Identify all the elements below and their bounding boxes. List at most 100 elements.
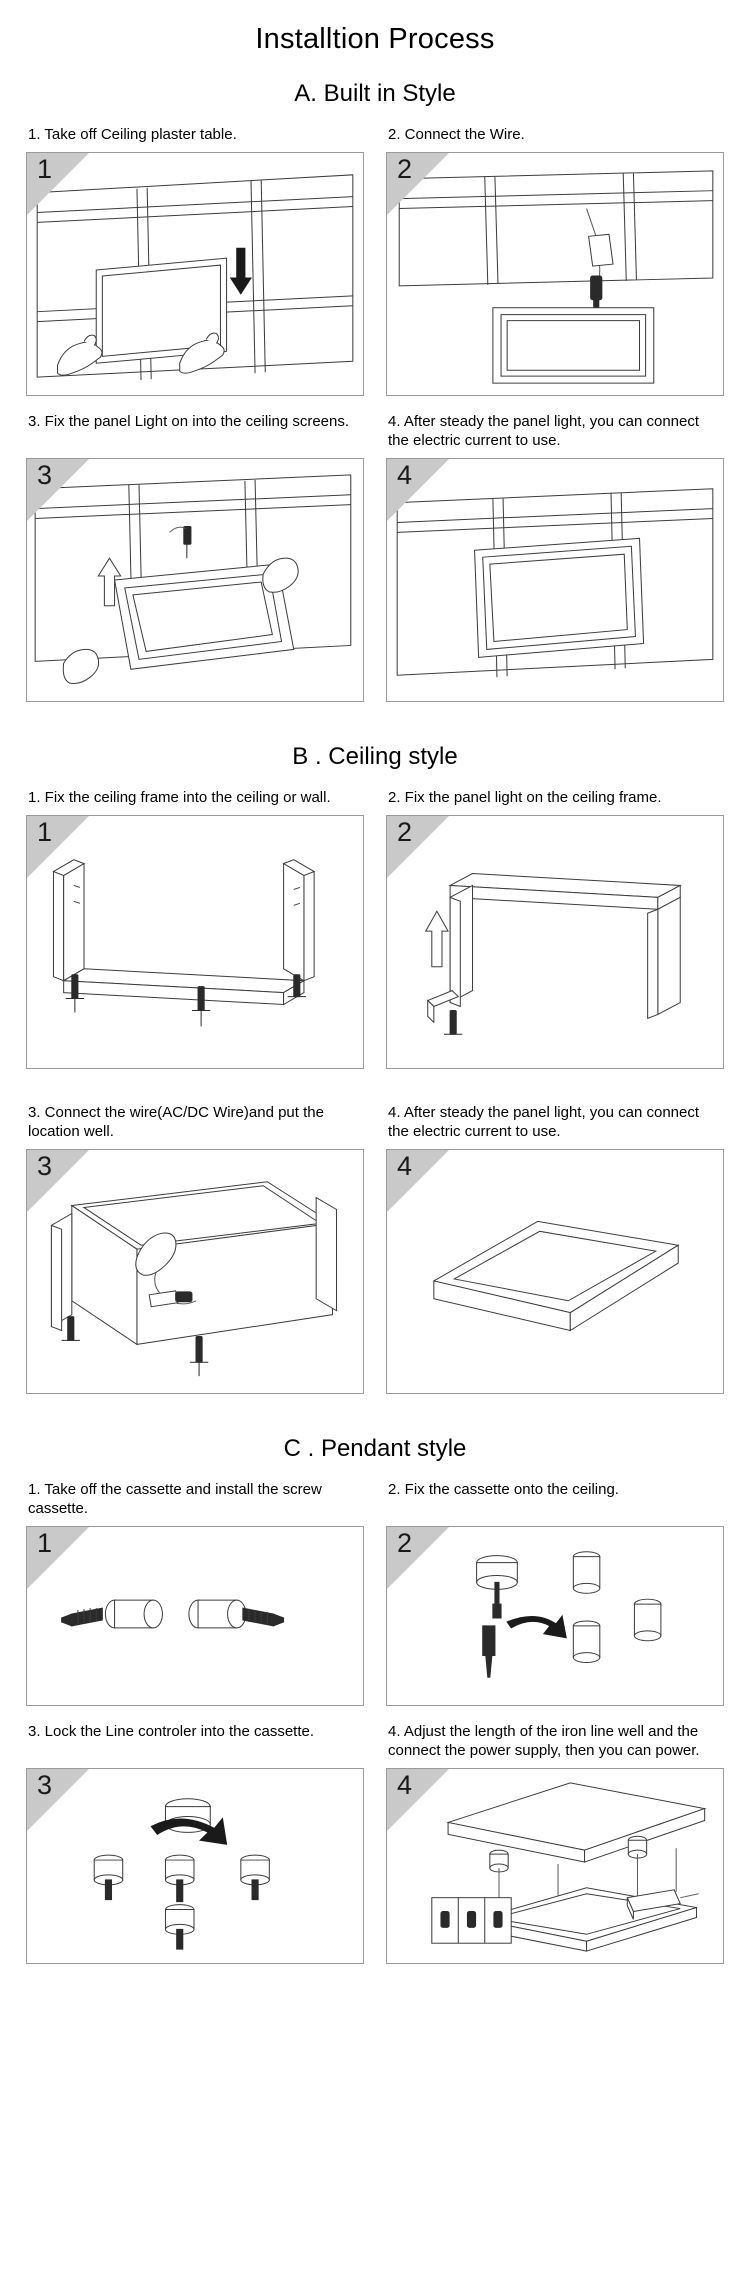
section-title-a: A. Built in Style <box>294 79 456 107</box>
step-b1: 1. Fix the ceiling frame into the ceilin… <box>26 788 364 1069</box>
up-arrow-icon <box>97 557 122 607</box>
step-a3-caption: 3. Fix the panel Light on into the ceili… <box>28 412 350 430</box>
step-c3: 3. Lock the Line controler into the cass… <box>26 1722 364 1964</box>
step-c1: 1. Take off the cassette and install the… <box>26 1480 364 1706</box>
step-a3: 3. Fix the panel Light on into the ceili… <box>26 412 364 702</box>
step-b3-number: 3 <box>37 1150 53 1181</box>
figure-connect-wire-location <box>50 1181 338 1376</box>
section-title-b: B . Ceiling style <box>292 742 458 770</box>
step-b4-number: 4 <box>397 1150 413 1181</box>
screw-icon-mid <box>189 1335 209 1376</box>
step-c2-figure: 2 <box>386 1525 724 1706</box>
installation-guide-page: Installtion Process A. Built in Style 1.… <box>0 22 750 1964</box>
figure-surface-mounted-panel <box>432 1220 680 1332</box>
figure-lock-line-controller <box>93 1797 270 1950</box>
step-a2: 2. Connect the Wire. 2 <box>386 125 724 396</box>
frame-rail-left <box>449 884 474 1008</box>
hand-icon <box>135 1232 177 1276</box>
figure-cassette-and-screw <box>61 1599 285 1629</box>
step-c1-figure: 1 <box>26 1525 364 1706</box>
step-a4: 4. After steady the panel light, you can… <box>386 412 724 702</box>
cassette-b <box>627 1835 648 1859</box>
step-b2-caption: 2. Fix the panel light on the ceiling fr… <box>388 788 662 806</box>
figure-ceiling-remove-plaster <box>36 174 354 380</box>
frame-rail-left <box>50 1212 73 1332</box>
section-b-row-2: 3. Connect the wire(AC/DC Wire)and put t… <box>26 1103 724 1394</box>
step-c4: 4. Adjust the length of the iron line we… <box>386 1722 724 1964</box>
step-b3: 3. Connect the wire(AC/DC Wire)and put t… <box>26 1103 364 1394</box>
step-c3-figure: 3 <box>26 1767 364 1964</box>
corner-triangle-icon <box>27 1149 89 1212</box>
step-c4-number: 4 <box>397 1769 413 1800</box>
corner-triangle-icon <box>387 458 449 521</box>
step-a3-number: 3 <box>37 459 53 490</box>
section-a-row-2: 3. Fix the panel Light on into the ceili… <box>26 412 724 702</box>
screw-icon <box>183 525 192 558</box>
step-b4: 4. After steady the panel light, you can… <box>386 1103 724 1394</box>
screwdriver-icon <box>482 1625 496 1678</box>
step-c3-caption: 3. Lock the Line controler into the cass… <box>28 1722 315 1740</box>
cassette-d <box>633 1598 662 1642</box>
connector-plug <box>175 1291 193 1303</box>
frame-rail-right <box>647 896 681 1019</box>
driver-box <box>588 233 614 267</box>
bracket-piece <box>426 989 460 1024</box>
step-c1-caption: 1. Take off the cassette and install the… <box>28 1480 322 1517</box>
ceiling-plate <box>446 1782 707 1863</box>
figure-fix-cassette-ceiling <box>476 1551 662 1678</box>
corner-triangle-icon <box>387 1768 449 1831</box>
step-b2: 2. Fix the panel light on the ceiling fr… <box>386 788 724 1069</box>
hook-icon <box>492 1581 502 1619</box>
controller-center <box>164 1854 195 1886</box>
frame-rail-bottom <box>61 968 306 1006</box>
cassette-right <box>188 1599 247 1629</box>
cassette-left <box>104 1599 163 1629</box>
corner-triangle-icon <box>27 458 89 521</box>
curved-arrow-icon <box>150 1817 228 1845</box>
frame-rail-top-right <box>282 858 316 982</box>
step-b2-number: 2 <box>397 816 413 847</box>
screw-icon-left <box>61 1315 80 1341</box>
step-b2-figure: 2 <box>386 814 724 1069</box>
step-a3-figure: 3 <box>26 457 364 702</box>
step-c4-figure: 4 <box>386 1767 724 1964</box>
step-c2: 2. Fix the cassette onto the ceiling. 2 <box>386 1480 724 1706</box>
corner-triangle-icon <box>387 1149 449 1212</box>
frame-rail-right <box>315 1196 338 1312</box>
cassette-c <box>572 1620 601 1663</box>
screw-icon-left <box>61 1607 103 1627</box>
panel-light-surface <box>432 1220 680 1332</box>
page-title: Installtion Process <box>255 23 495 55</box>
step-a2-caption: 2. Connect the Wire. <box>388 125 525 143</box>
screw-icon-far <box>287 974 306 997</box>
corner-triangle-icon <box>387 152 449 215</box>
corner-triangle-icon <box>27 1768 89 1831</box>
corner-triangle-icon <box>387 1526 449 1589</box>
panel-light-body <box>71 1204 333 1346</box>
connector-body <box>148 1290 179 1308</box>
step-c2-number: 2 <box>397 1527 413 1558</box>
hand-icon-left <box>62 648 100 684</box>
hand-icon-right <box>179 332 225 374</box>
corner-triangle-icon <box>27 152 89 215</box>
up-arrow-icon <box>424 910 449 968</box>
controller-left <box>93 1854 124 1886</box>
step-b1-number: 1 <box>37 816 53 847</box>
frame-rail-top <box>448 872 683 910</box>
step-c1-number: 1 <box>37 1527 53 1558</box>
connector-plug <box>590 275 603 309</box>
hand-icon-left <box>57 334 103 376</box>
step-a2-figure: 2 <box>386 151 724 396</box>
panel-light <box>474 537 645 658</box>
screw-icon-right <box>242 1607 285 1627</box>
step-a1: 1. Take off Ceiling plaster table. 1 <box>26 125 364 396</box>
step-b1-caption: 1. Fix the ceiling frame into the ceilin… <box>28 788 331 806</box>
power-supply-box <box>626 1888 681 1920</box>
screw-icon-left <box>444 1009 463 1035</box>
figure-connect-wire <box>398 170 714 384</box>
corner-triangle-icon <box>27 815 89 878</box>
step-a4-caption: 4. After steady the panel light, you can… <box>388 412 700 449</box>
section-a-row-1: 1. Take off Ceiling plaster table. 1 <box>26 125 724 396</box>
corner-triangle-icon <box>387 815 449 878</box>
step-b3-caption: 3. Connect the wire(AC/DC Wire)and put t… <box>28 1103 324 1140</box>
